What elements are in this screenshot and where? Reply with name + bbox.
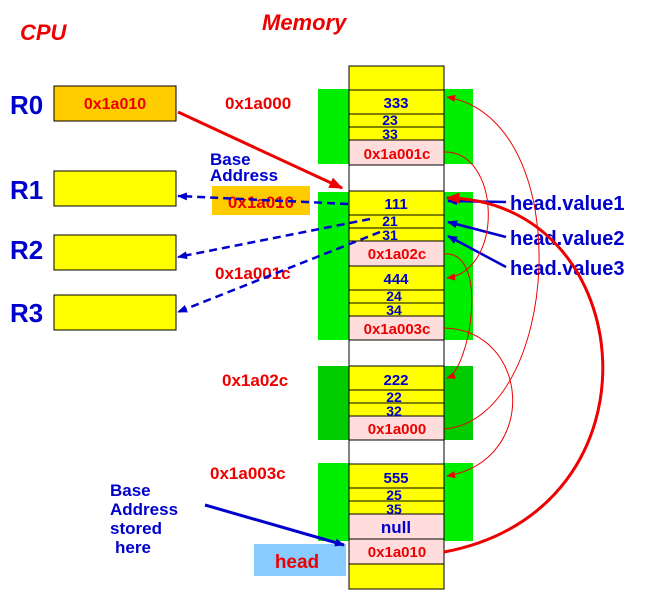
- pointer-n4-to-n1: [443, 94, 540, 430]
- memory-cell: [348, 538, 445, 565]
- cell-pointer: 0x1a02c: [368, 246, 426, 263]
- head-variable-label: head: [275, 552, 319, 573]
- pointer-n2-to-n4: [443, 253, 473, 379]
- register-label-r0: R0: [10, 90, 43, 120]
- head-value1-label: head.value1: [510, 193, 625, 215]
- stored-line: here: [115, 538, 151, 557]
- memory-cell: [348, 365, 445, 391]
- next-pointer-arrows: [443, 94, 540, 479]
- stored-line: stored: [110, 519, 162, 538]
- register-r1: [53, 170, 177, 207]
- cell-value: 444: [383, 271, 409, 288]
- memory-gap: [348, 439, 445, 465]
- cell-null: null: [381, 518, 411, 537]
- register-r3: [53, 294, 177, 331]
- cell-pointer: 0x1a001c: [364, 146, 431, 163]
- cell-value: 35: [386, 501, 402, 517]
- address-labels: 0x1a000 0x1a001c 0x1a02c 0x1a003c: [210, 94, 291, 483]
- load-arrow-r3: [177, 230, 381, 314]
- stored-here-arrow: [204, 503, 345, 547]
- head-pointer-cell: 0x1a010: [368, 544, 426, 561]
- base-address-label: Address: [210, 166, 278, 185]
- cpu-title: CPU: [20, 20, 68, 45]
- r0-to-memory-arrow: [177, 110, 344, 190]
- register-r0-value: 0x1a010: [84, 96, 146, 113]
- head-value3-label: head.value3: [510, 258, 625, 280]
- memory-cell-top: [348, 65, 445, 91]
- head-variable-box: [254, 544, 346, 576]
- memory-cell: [348, 139, 445, 166]
- cell-value: 23: [382, 112, 398, 128]
- cell-value: 24: [386, 288, 402, 304]
- memory-gap: [348, 339, 445, 367]
- pointer-n1-to-n3: [443, 151, 489, 281]
- stored-line: Base: [110, 481, 151, 500]
- field-arrow-3: [447, 234, 507, 269]
- memory-cell: [348, 463, 445, 489]
- stored-line: Address: [110, 500, 178, 519]
- load-arrow-r1: [177, 192, 349, 206]
- register-label-r3: R3: [10, 298, 43, 328]
- cell-value: 21: [382, 213, 398, 229]
- memory-cell-bottom: [348, 563, 445, 590]
- register-label-r2: R2: [10, 235, 43, 265]
- cell-value: 111: [384, 196, 407, 213]
- load-arrow-r2: [177, 217, 371, 260]
- base-address-value: 0x1a010: [228, 193, 294, 212]
- address-label: 0x1a003c: [210, 464, 286, 483]
- cell-value: 333: [383, 95, 408, 112]
- head-value2-label: head.value2: [510, 228, 625, 250]
- register-r2: [53, 234, 177, 271]
- cell-value: 22: [386, 389, 402, 405]
- cell-value: 34: [386, 302, 402, 318]
- memory-gap: [348, 164, 445, 192]
- memory-title: Memory: [262, 10, 348, 35]
- field-labels: head.value1 head.value2 head.value3: [510, 193, 625, 280]
- cell-pointer: 0x1a003c: [364, 321, 431, 338]
- field-arrow-2: [447, 220, 507, 239]
- cell-pointer: 0x1a000: [368, 421, 426, 438]
- memory-cell: [348, 513, 445, 540]
- register-r0: [53, 85, 177, 122]
- load-arrows: [177, 192, 381, 314]
- address-label: 0x1a000: [225, 94, 291, 113]
- head-to-first-node-arrow: [443, 192, 605, 554]
- stored-here-label: Base Address stored here: [110, 481, 178, 557]
- memory-cell: [348, 415, 445, 441]
- memory-values: 333 23 33 0x1a001c 111 21 31 0x1a02c 444…: [364, 95, 431, 561]
- address-label: 0x1a001c: [215, 264, 291, 283]
- pointer-n3-to-n5: [443, 327, 514, 479]
- register-label-r1: R1: [10, 175, 43, 205]
- cell-value: 25: [386, 487, 402, 503]
- cell-value: 33: [382, 126, 398, 142]
- cell-value: 222: [383, 372, 408, 389]
- cell-value: 31: [382, 227, 398, 243]
- cell-value: 32: [386, 403, 402, 419]
- cell-value: 555: [383, 470, 408, 487]
- memory-cell: [348, 265, 445, 291]
- base-address-label: Base: [210, 150, 251, 169]
- memory-cell: [348, 190, 445, 216]
- address-label: 0x1a02c: [222, 371, 288, 390]
- memory-column: [348, 65, 445, 590]
